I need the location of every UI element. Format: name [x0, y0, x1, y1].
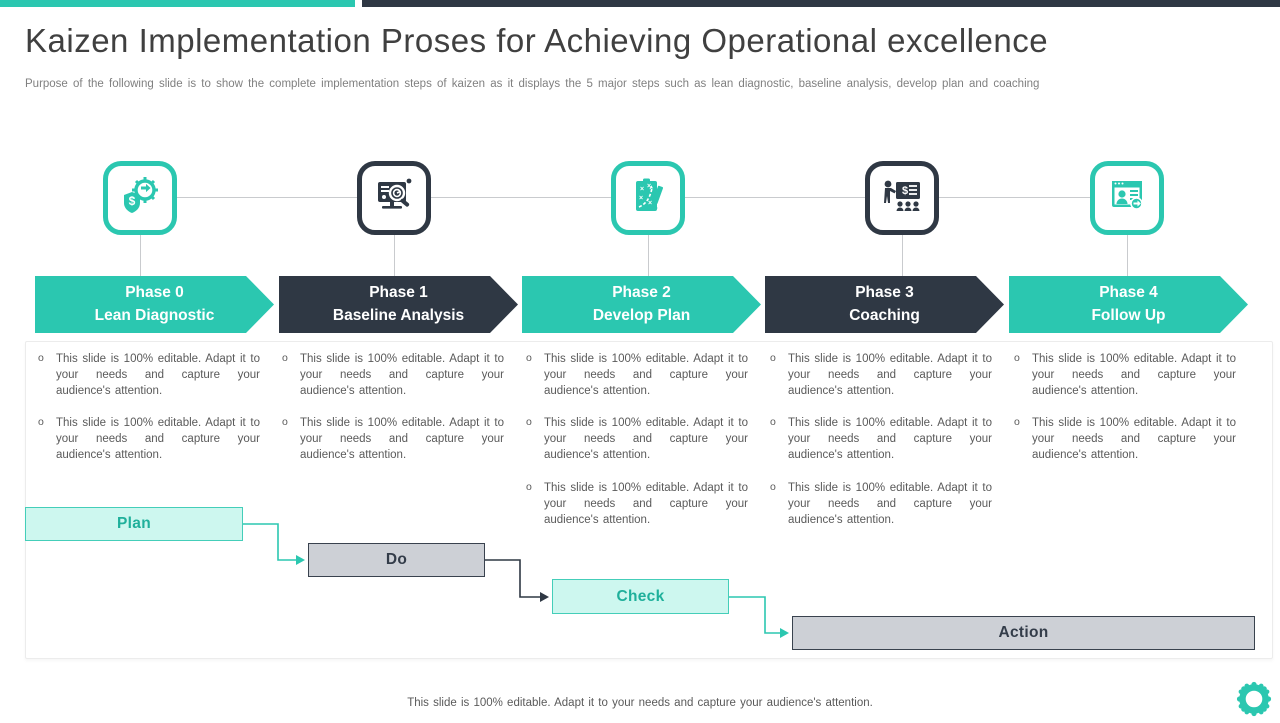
phase4-tile: [1090, 161, 1164, 235]
bullet-marker: o: [282, 416, 288, 429]
bullet-marker: o: [526, 352, 532, 364]
bullet-item: o This slide is 100% editable. Adapt it …: [526, 351, 758, 399]
monitor-magnifier-icon: [372, 174, 416, 223]
bullet-text: This slide is 100% editable. Adapt it to…: [1032, 353, 1236, 398]
bullet-marker: o: [38, 352, 44, 364]
bullet-text: This slide is 100% editable. Adapt it to…: [300, 353, 504, 398]
footer-note: This slide is 100% editable. Adapt it to…: [407, 697, 873, 709]
phase0-bullet-list: o This slide is 100% editable. Adapt it …: [38, 351, 270, 480]
bullet-text: This slide is 100% editable. Adapt it to…: [56, 353, 260, 398]
bullet-text: This slide is 100% editable. Adapt it to…: [544, 353, 748, 398]
bullet-text: This slide is 100% editable. Adapt it to…: [788, 481, 992, 526]
money-shield-gear-icon: $: [118, 174, 162, 223]
bullet-marker: o: [770, 416, 776, 429]
gear-icon: [1235, 680, 1273, 723]
bullet-marker: o: [38, 416, 44, 429]
top-accent-bar-right: [362, 0, 1280, 7]
pdca-check-box: Check: [552, 579, 729, 614]
presenter-board-icon: $: [880, 174, 924, 223]
bullet-item: o This slide is 100% editable. Adapt it …: [1014, 351, 1246, 399]
bullet-item: o This slide is 100% editable. Adapt it …: [38, 351, 270, 399]
bullet-text: This slide is 100% editable. Adapt it to…: [544, 417, 748, 462]
phase2-bullet-list: o This slide is 100% editable. Adapt it …: [526, 351, 758, 544]
bullet-item: o This slide is 100% editable. Adapt it …: [526, 480, 758, 528]
bullet-item: o This slide is 100% editable. Adapt it …: [282, 415, 514, 463]
svg-text:×: ×: [648, 200, 652, 207]
bullet-text: This slide is 100% editable. Adapt it to…: [544, 481, 748, 526]
bullet-text: This slide is 100% editable. Adapt it to…: [56, 417, 260, 462]
svg-text:$: $: [129, 194, 136, 208]
bullet-text: This slide is 100% editable. Adapt it to…: [788, 417, 992, 462]
connector-stub: [140, 198, 141, 276]
bullet-item: o This slide is 100% editable. Adapt it …: [1014, 415, 1246, 463]
svg-text:$: $: [902, 185, 908, 197]
connector-stub: [902, 198, 903, 276]
bullet-marker: o: [1014, 352, 1020, 364]
bullet-item: o This slide is 100% editable. Adapt it …: [38, 415, 270, 463]
connector-stub: [648, 198, 649, 276]
bullet-marker: o: [282, 352, 288, 364]
bullet-marker: o: [526, 480, 532, 493]
bullet-marker: o: [770, 352, 776, 364]
bullet-text: This slide is 100% editable. Adapt it to…: [300, 417, 504, 462]
connector-stub: [1127, 198, 1128, 276]
bullet-text: This slide is 100% editable. Adapt it to…: [788, 353, 992, 398]
phase1-tile: [357, 161, 431, 235]
svg-text:×: ×: [639, 195, 643, 202]
phase3-tile: $: [865, 161, 939, 235]
pdca-plan-box: Plan: [25, 507, 243, 541]
page-title: Kaizen Implementation Proses for Achievi…: [25, 22, 1049, 59]
bullet-item: o This slide is 100% editable. Adapt it …: [526, 415, 758, 463]
bullet-marker: o: [526, 416, 532, 429]
phase0-tile: $: [103, 161, 177, 235]
bullet-item: o This slide is 100% editable. Adapt it …: [770, 415, 1002, 463]
page-subtitle: Purpose of the following slide is to sho…: [25, 78, 1040, 90]
bullet-text: This slide is 100% editable. Adapt it to…: [1032, 417, 1236, 462]
content-frame: [25, 341, 1273, 659]
phase2-tile: ×× ××: [611, 161, 685, 235]
bullet-marker: o: [770, 480, 776, 493]
top-accent-bar-left: [0, 0, 355, 7]
pdca-do-box: Do: [308, 543, 485, 577]
svg-text:×: ×: [640, 186, 644, 193]
profile-window-arrow-icon: [1105, 174, 1149, 223]
phase4-bullet-list: o This slide is 100% editable. Adapt it …: [1014, 351, 1246, 480]
bullet-marker: o: [1014, 416, 1020, 429]
svg-text:×: ×: [647, 183, 651, 190]
bullet-item: o This slide is 100% editable. Adapt it …: [770, 480, 1002, 528]
pdca-action-box: Action: [792, 616, 1255, 650]
phase3-bullet-list: o This slide is 100% editable. Adapt it …: [770, 351, 1002, 544]
connector-stub: [394, 198, 395, 276]
bullet-item: o This slide is 100% editable. Adapt it …: [282, 351, 514, 399]
bullet-item: o This slide is 100% editable. Adapt it …: [770, 351, 1002, 399]
phase1-bullet-list: o This slide is 100% editable. Adapt it …: [282, 351, 514, 480]
strategy-clipboard-icon: ×× ××: [626, 174, 670, 223]
